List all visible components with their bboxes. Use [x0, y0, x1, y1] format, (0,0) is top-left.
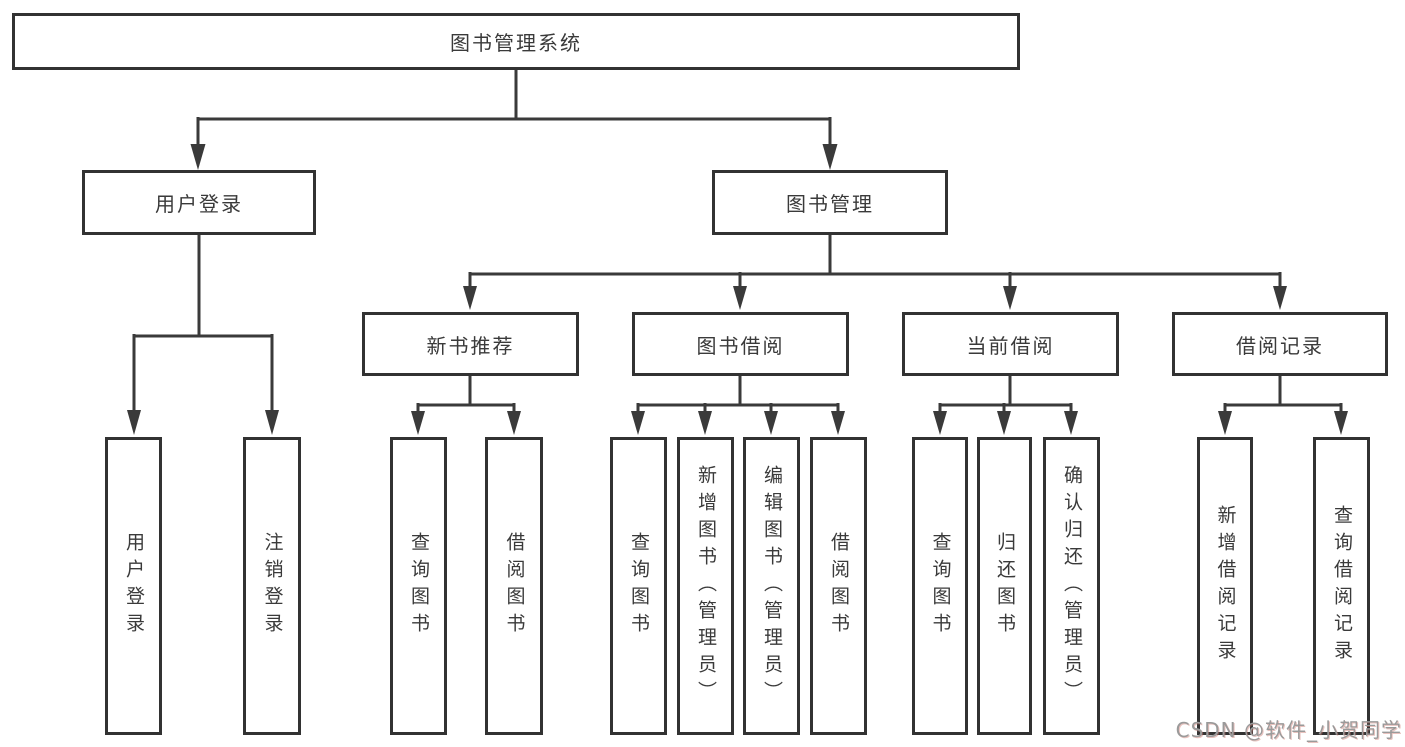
node-label: 图书管理 — [786, 192, 874, 216]
leaf-query-books-current: 查询图书 — [912, 437, 968, 735]
connector-current-to-leaves — [938, 376, 1073, 413]
csdn-watermark: CSDN @软件_小贺同学 — [1175, 718, 1402, 742]
leaf-user-login: 用户登录 — [105, 437, 162, 735]
node-current-borrowing: 当前借阅 — [902, 312, 1119, 376]
connector-newrec-to-leaves — [416, 376, 516, 413]
leaf-return-books: 归还图书 — [977, 437, 1032, 735]
node-label: 新增图书（管理员） — [695, 464, 717, 708]
node-label: 用户登录 — [155, 192, 243, 216]
leaf-logout: 注销登录 — [243, 437, 301, 735]
leaf-borrow-books: 借阅图书 — [810, 437, 867, 735]
node-label: 确认归还（管理员） — [1061, 464, 1083, 708]
node-label: 查询借阅记录 — [1331, 505, 1353, 667]
node-label: 归还图书 — [994, 532, 1016, 640]
node-library-management-system: 图书管理系统 — [12, 13, 1020, 70]
leaf-query-books-recommend: 查询图书 — [390, 437, 447, 735]
node-user-login: 用户登录 — [82, 170, 316, 235]
connector-userlogin-to-leaves — [132, 235, 274, 413]
node-label: 图书借阅 — [696, 333, 785, 358]
node-book-management: 图书管理 — [712, 170, 948, 235]
leaf-query-borrow-record: 查询借阅记录 — [1313, 437, 1370, 735]
node-book-borrowing: 图书借阅 — [632, 312, 849, 376]
node-label: 新增借阅记录 — [1214, 505, 1237, 667]
leaf-add-books-admin: 新增图书（管理员） — [677, 437, 734, 735]
node-label: 借阅图书 — [828, 532, 850, 640]
node-label: 注销登录 — [261, 532, 284, 640]
node-new-book-recommend: 新书推荐 — [362, 312, 579, 376]
node-label: 查询图书 — [408, 532, 430, 640]
node-label: 查询图书 — [628, 532, 650, 640]
leaf-borrow-books-recommend: 借阅图书 — [485, 437, 543, 735]
leaf-add-borrow-record: 新增借阅记录 — [1197, 437, 1253, 735]
node-label: 图书管理系统 — [450, 31, 582, 55]
node-label: 用户登录 — [123, 532, 145, 640]
node-label: 新书推荐 — [426, 333, 515, 358]
node-label: 编辑图书（管理员） — [761, 464, 783, 708]
connector-root-to-level2 — [196, 70, 832, 146]
connector-borrow-to-leaves — [636, 376, 840, 413]
leaf-edit-books-admin: 编辑图书（管理员） — [743, 437, 800, 735]
node-label: 借阅图书 — [503, 532, 526, 640]
connector-record-to-leaves — [1223, 376, 1343, 413]
node-borrow-records: 借阅记录 — [1172, 312, 1388, 376]
node-label: 查询图书 — [929, 532, 952, 640]
leaf-confirm-return-admin: 确认归还（管理员） — [1043, 437, 1100, 735]
leaf-query-books-borrow: 查询图书 — [610, 437, 667, 735]
node-label: 借阅记录 — [1236, 333, 1324, 358]
connector-bookmgmt-to-level3 — [468, 235, 1282, 289]
node-label: 当前借阅 — [966, 333, 1055, 358]
